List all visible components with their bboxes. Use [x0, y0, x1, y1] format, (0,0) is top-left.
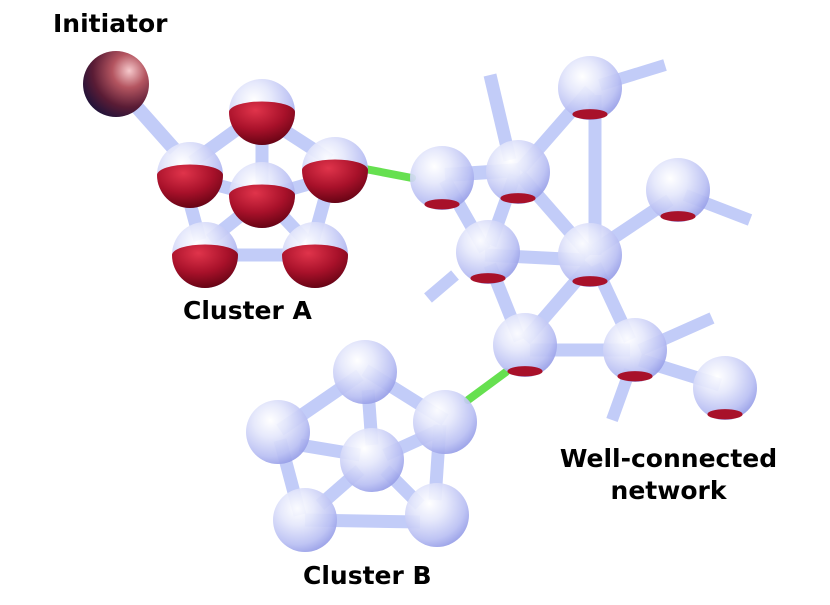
atom-sphere [229, 162, 295, 228]
red-cap [229, 101, 295, 145]
atom-sphere [405, 483, 469, 547]
atom-sphere [486, 140, 550, 204]
atom-sphere [282, 222, 348, 288]
atom-sphere [603, 318, 667, 382]
atom-sphere [558, 56, 622, 120]
initiator-label: Initiator [53, 9, 168, 38]
atom-sphere [229, 79, 295, 145]
red-cap [572, 276, 608, 287]
network-label-line2: network [610, 476, 727, 505]
link-bond-b [464, 368, 510, 404]
atom-sphere [413, 390, 477, 454]
atom-sphere [333, 340, 397, 404]
atom-sphere [558, 223, 622, 287]
atom-sphere [273, 488, 337, 552]
red-cap [302, 159, 368, 203]
cluster-a-label: Cluster A [183, 296, 312, 325]
red-cap [282, 244, 348, 288]
red-cap [507, 366, 543, 377]
atom-sphere [340, 428, 404, 492]
link-bonds [356, 164, 510, 404]
atom-sphere [157, 142, 223, 208]
atom-sphere [172, 222, 238, 288]
cluster-b-label: Cluster B [303, 561, 432, 590]
network-label-line1: Well-connected [559, 444, 778, 473]
red-cap [660, 211, 696, 222]
atom-sphere [493, 313, 557, 377]
red-cap [707, 409, 743, 420]
bond [129, 100, 181, 155]
atom-sphere [246, 400, 310, 464]
atom-sphere [693, 356, 757, 420]
atom-sphere [302, 137, 368, 203]
red-cap [229, 184, 295, 228]
red-cap [424, 199, 460, 210]
bond [424, 270, 459, 303]
atom-sphere [410, 146, 474, 210]
red-cap [617, 371, 653, 382]
red-cap [572, 109, 608, 120]
initiator-sphere [83, 51, 149, 117]
atom-sphere [646, 158, 710, 222]
red-cap [500, 193, 536, 204]
atom-sphere [456, 220, 520, 284]
spheres [157, 56, 757, 552]
red-cap [172, 244, 238, 288]
red-cap [470, 273, 506, 284]
red-cap [157, 164, 223, 208]
link-bond-a [356, 164, 416, 182]
